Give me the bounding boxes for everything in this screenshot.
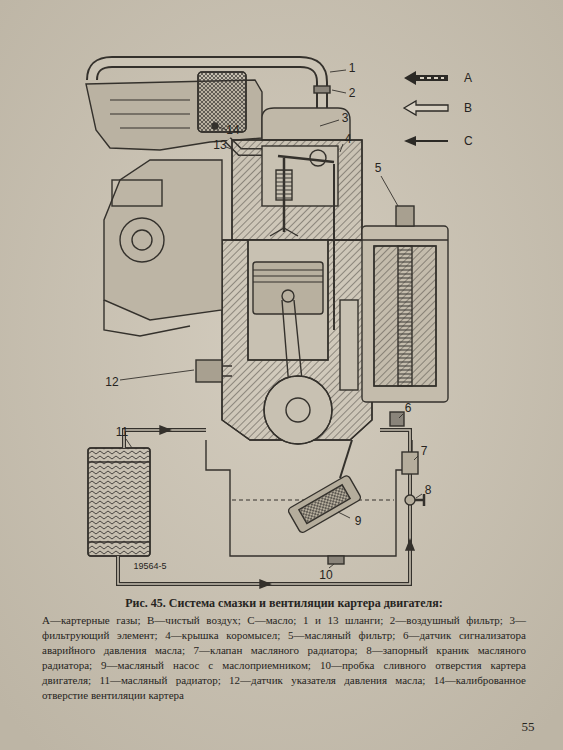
- oil-radiator: [88, 448, 150, 556]
- radiator-tanks: [88, 462, 150, 542]
- leader-lines: [226, 147, 234, 150]
- air-filter-ribs: [110, 100, 190, 128]
- piston-pin: [282, 290, 294, 302]
- leader-lines: [399, 414, 403, 418]
- filter-pack: [374, 246, 436, 386]
- valve-chamber: [262, 146, 338, 206]
- legend-sample: [402, 69, 450, 87]
- oil-pan: [206, 440, 412, 556]
- oil-pump: [287, 475, 362, 534]
- leader-lines: [414, 456, 418, 460]
- drain-plug: [328, 556, 344, 564]
- intake-port-inner: [132, 230, 152, 250]
- cylinder-head-outline: [232, 140, 362, 240]
- oil-pipe: [118, 430, 410, 584]
- hose-clamp: [314, 86, 330, 93]
- radiator-valve: [402, 452, 418, 474]
- legend-entry: A: [402, 69, 472, 87]
- leader-lines: [381, 176, 398, 206]
- leader-lines: [338, 512, 350, 518]
- legend-letter: C: [464, 134, 473, 148]
- figure-caption: А—картерные газы; В—чистый воздух; С—мас…: [42, 613, 526, 703]
- air-arrow: [404, 101, 448, 115]
- valve-head: [270, 228, 298, 236]
- callout-number: 1: [348, 61, 357, 75]
- callout-number: 7: [420, 444, 429, 458]
- flow-arrow: [260, 580, 270, 588]
- leader-lines: [330, 70, 346, 72]
- oil-pump: [287, 475, 362, 534]
- oil-pipe-inner: [118, 430, 410, 584]
- callout-number: 5: [374, 161, 383, 175]
- legend-letter: A: [464, 71, 472, 85]
- flow-arrow: [406, 540, 414, 550]
- leader-lines: [219, 127, 227, 130]
- leader-lines: [340, 144, 343, 152]
- carburettor: [112, 180, 162, 206]
- legend-sample: [402, 99, 450, 117]
- manifold-flange: [104, 300, 190, 336]
- oil-radiator-outline: [88, 448, 150, 556]
- callout-number: 2: [348, 86, 357, 100]
- leader-lines: [329, 564, 334, 568]
- legend-entry: C: [402, 132, 473, 150]
- shutoff-cock-body: [405, 495, 415, 505]
- leader-lines: [416, 494, 422, 498]
- callout-number: 6: [404, 401, 413, 415]
- figure-title: Рис. 45. Система смазки и вентиляции кар…: [44, 596, 524, 611]
- leader-lines: [120, 70, 422, 568]
- leader-lines: [320, 120, 339, 126]
- intake-port: [120, 218, 164, 262]
- leader-lines: [126, 439, 132, 448]
- page-number: 55: [522, 719, 535, 734]
- gas-arrow-stripe: [420, 77, 444, 79]
- legend-letter: B: [464, 101, 472, 115]
- leader-lines: [120, 370, 194, 380]
- crank-web: [264, 376, 332, 444]
- flow-arrow: [160, 426, 170, 434]
- pump-drive: [340, 440, 352, 478]
- calibrated-hole: [212, 123, 218, 129]
- callout-number: 10: [318, 568, 333, 582]
- crank-outline: [264, 376, 332, 444]
- callout-number: 11: [115, 425, 129, 439]
- rocker-arm: [278, 156, 334, 162]
- filter-lid: [362, 239, 448, 240]
- rocker-shaft: [310, 150, 326, 166]
- callout-number: 12: [104, 375, 119, 389]
- rocker-cover: [262, 108, 350, 140]
- filter-cap: [396, 206, 414, 226]
- sensor-thread: [222, 366, 232, 376]
- piston-rings: [253, 270, 323, 282]
- crankshaft: [286, 398, 310, 422]
- cylinder-bore-outline: [248, 240, 328, 360]
- callout-number: 3: [341, 111, 350, 125]
- callout-number: 14: [225, 123, 240, 137]
- pressure-sensor: [196, 360, 222, 382]
- callout-number: 13: [212, 138, 227, 152]
- valve-spring: [276, 170, 292, 200]
- gas-arrow: [404, 71, 448, 85]
- legend-sample: [402, 132, 450, 150]
- filter-pack-outline: [374, 246, 436, 386]
- cylinder-head: [232, 140, 362, 240]
- cylinder-bore: [248, 240, 328, 360]
- legend-entry: B: [402, 99, 472, 117]
- oil-filter: [362, 226, 448, 402]
- leader-lines: [332, 90, 346, 93]
- oil-arrow: [414, 140, 448, 142]
- oil-pump: [299, 485, 350, 524]
- callout-number: 8: [424, 483, 433, 497]
- callout-number: 9: [354, 514, 363, 528]
- figure-code: 19564-5: [133, 561, 166, 572]
- oil-channel: [340, 300, 358, 390]
- engine-drawing: [86, 62, 448, 588]
- callout-number: 4: [344, 132, 353, 146]
- piston: [253, 262, 323, 314]
- filter-spring: [398, 246, 412, 386]
- alarm-sensor: [390, 412, 404, 426]
- intake-manifold: [104, 160, 222, 320]
